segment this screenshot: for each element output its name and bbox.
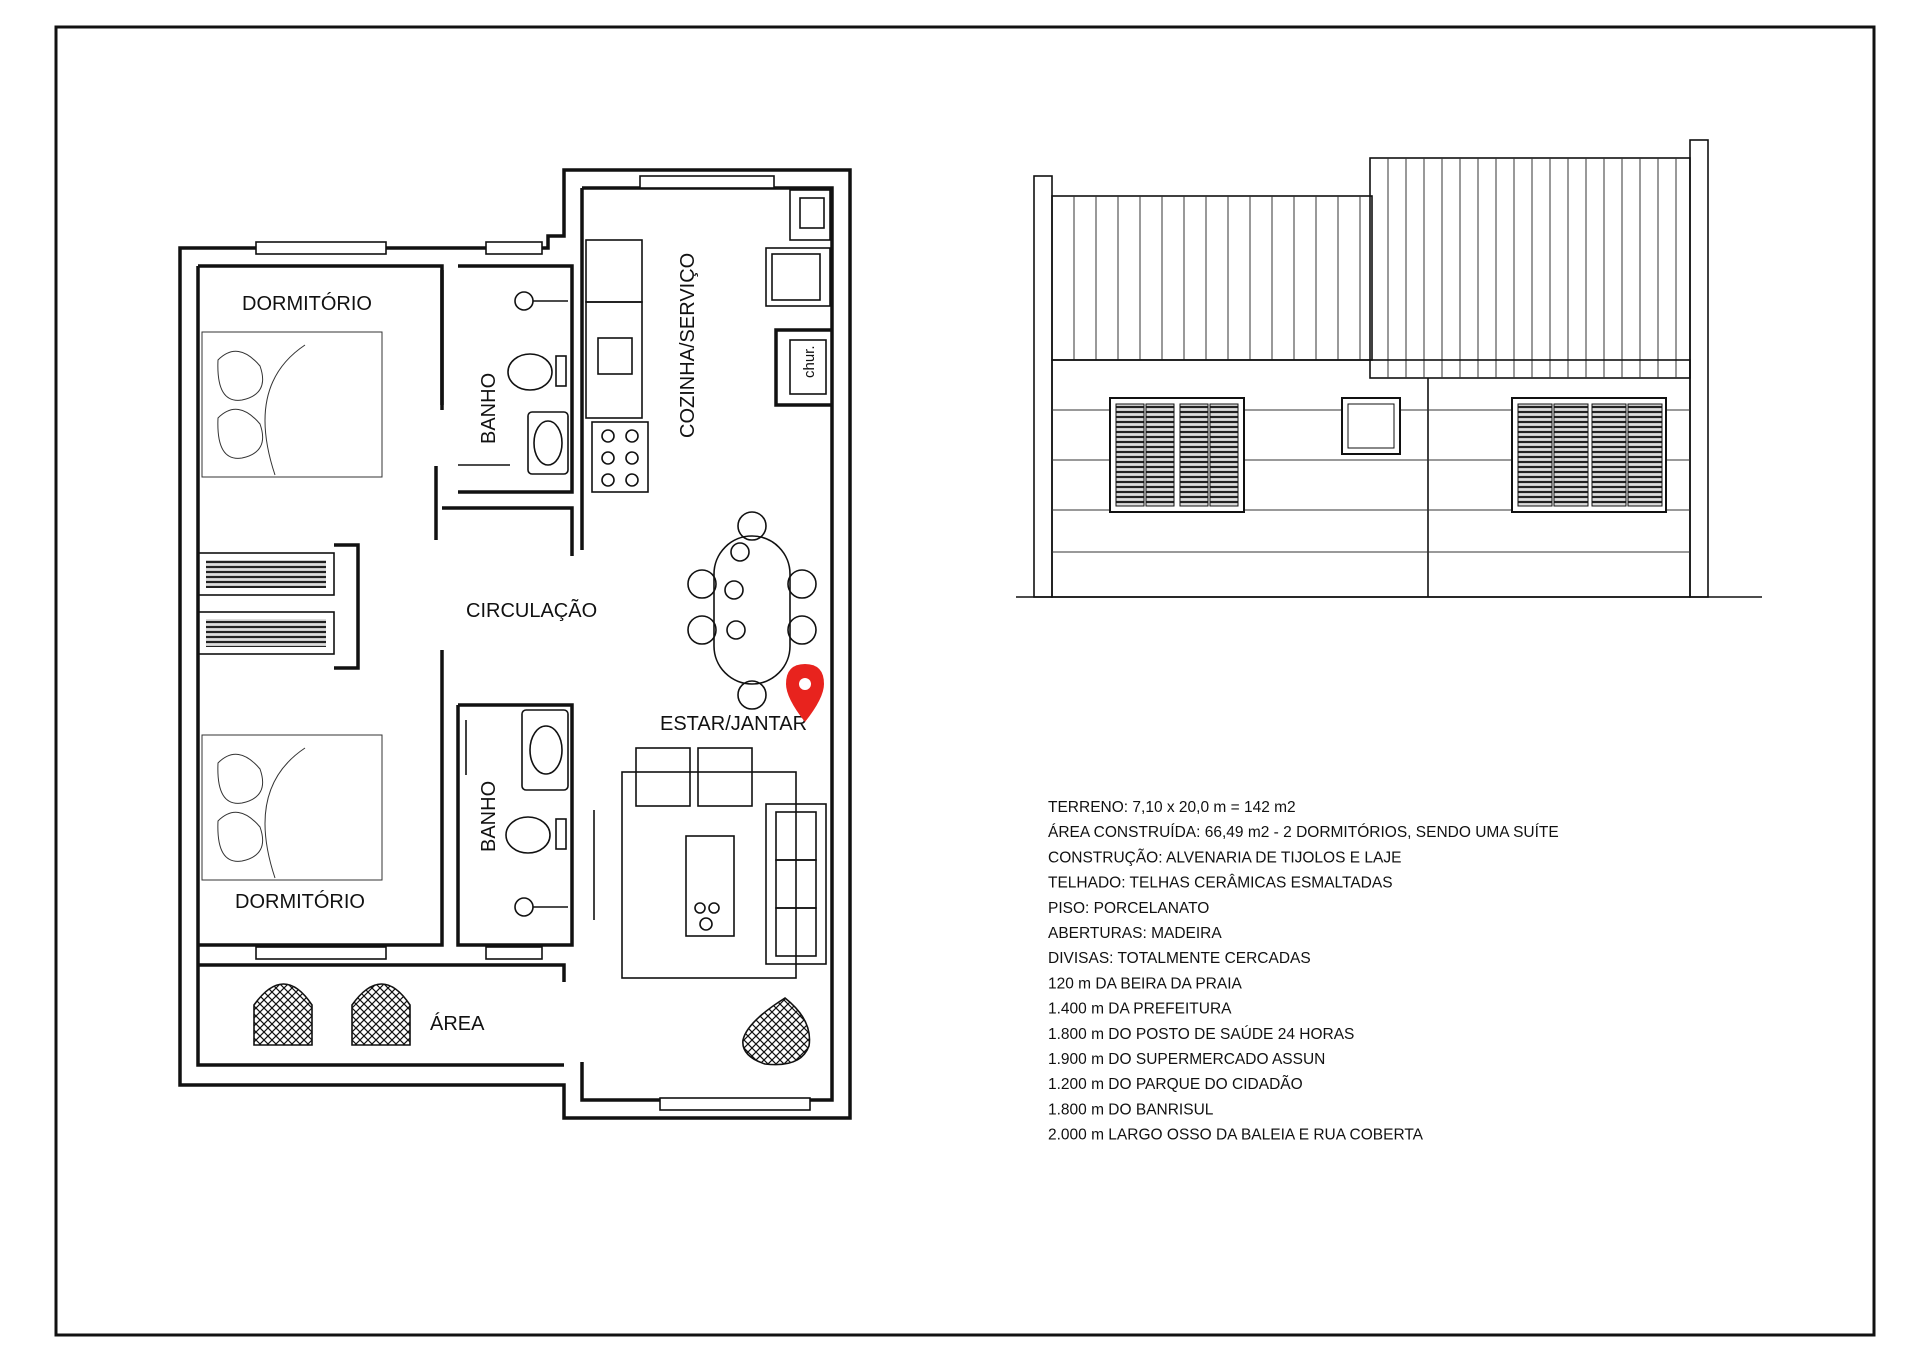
living-furniture bbox=[621, 747, 827, 1066]
spec-line: DIVISAS: TOTALMENTE CERCADAS bbox=[1048, 950, 1311, 967]
spec-line: 1.900 m DO SUPERMERCADO ASSUN bbox=[1048, 1051, 1325, 1068]
room-label-dorm-bottom: DORMITÓRIO bbox=[235, 890, 365, 913]
dining-table bbox=[687, 511, 817, 710]
room-label-dorm-top: DORMITÓRIO bbox=[242, 292, 372, 315]
spec-line: 1.400 m DA PREFEITURA bbox=[1048, 1001, 1232, 1018]
room-label-circulation: CIRCULAÇÃO bbox=[466, 598, 597, 622]
bed-bottom bbox=[201, 734, 383, 881]
spec-line: 1.800 m DO POSTO DE SAÚDE 24 HORAS bbox=[1048, 1026, 1354, 1043]
sheet-frame bbox=[54, 25, 1876, 1337]
room-label-bath-bottom: BANHO bbox=[478, 781, 500, 852]
spec-list: TERRENO: 7,10 x 20,0 m = 142 m2 ÁREA CONS… bbox=[1048, 799, 1559, 1144]
spec-line: TELHADO: TELHAS CERÂMICAS ESMALTADAS bbox=[1048, 875, 1393, 892]
stove bbox=[591, 421, 649, 493]
grill-label: chur. bbox=[801, 345, 818, 378]
spec-line: ABERTURAS: MADEIRA bbox=[1048, 925, 1222, 942]
spec-line: PISO: PORCELANATO bbox=[1048, 900, 1209, 917]
spec-line: ÁREA CONSTRUÍDA: 66,49 m2 - 2 DORMITÓRIO… bbox=[1048, 824, 1559, 841]
facade-window-right bbox=[1511, 397, 1667, 513]
map-pin-icon[interactable] bbox=[786, 664, 824, 722]
room-label-living: ESTAR/JANTAR bbox=[660, 713, 807, 735]
room-label-bath-top: BANHO bbox=[478, 373, 500, 444]
floor-plan: DORMITÓRIO DORMITÓRIO BANHO BANHO COZINH… bbox=[178, 168, 852, 1120]
spec-line: 120 m DA BEIRA DA PRAIA bbox=[1048, 975, 1242, 992]
spec-line: 2.000 m LARGO OSSO DA BALEIA E RUA COBER… bbox=[1048, 1127, 1424, 1144]
spec-line: 1.200 m DO PARQUE DO CIDADÃO bbox=[1048, 1076, 1303, 1093]
facade-window-small bbox=[1341, 397, 1401, 455]
room-label-area: ÁREA bbox=[430, 1012, 485, 1035]
facade-window-left bbox=[1109, 397, 1245, 513]
facade-elevation bbox=[1016, 139, 1762, 598]
spec-line: 1.800 m DO BANRISUL bbox=[1048, 1101, 1214, 1118]
bed-top bbox=[201, 331, 383, 478]
spec-line: CONSTRUÇÃO: ALVENARIA DE TIJOLOS E LAJE bbox=[1048, 849, 1401, 866]
spec-line: TERRENO: 7,10 x 20,0 m = 142 m2 bbox=[1048, 799, 1296, 816]
room-label-kitchen: COZINHA/SERVIÇO bbox=[677, 253, 699, 438]
